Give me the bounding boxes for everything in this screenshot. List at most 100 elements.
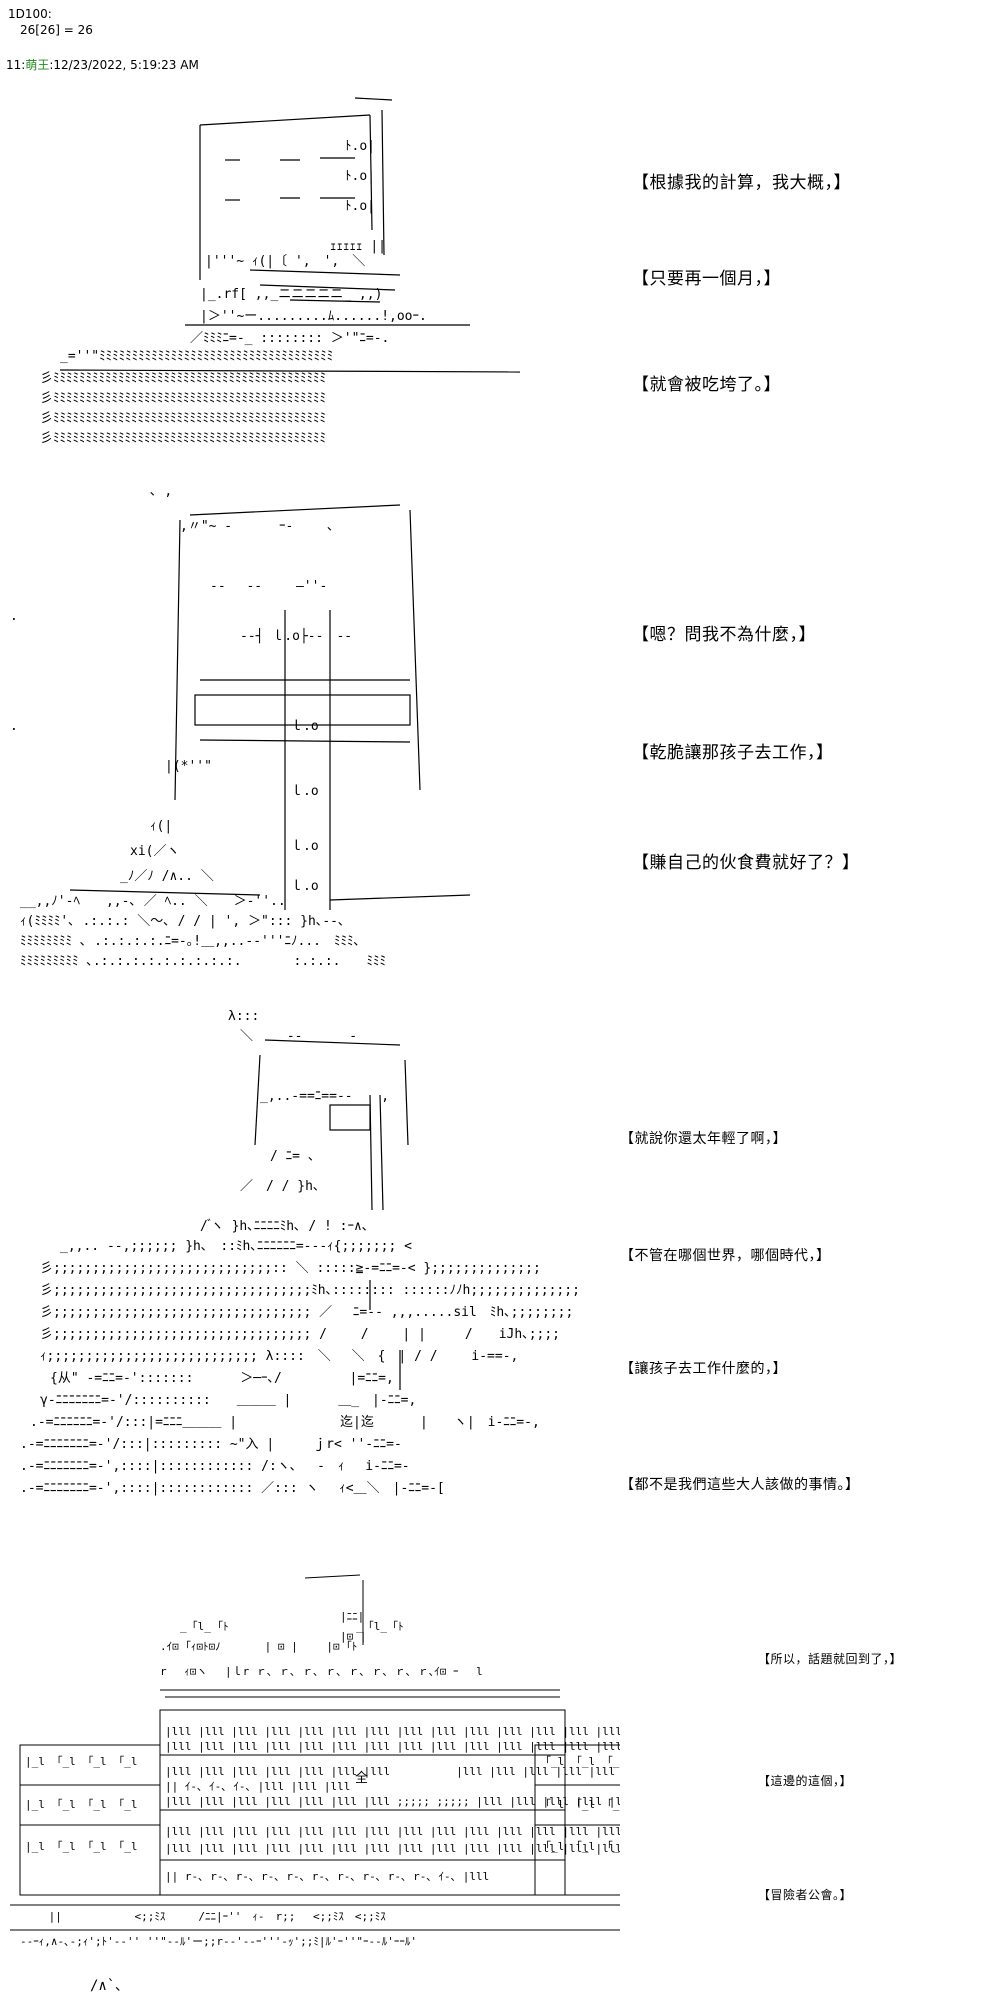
svg-text:γ-ﾆﾆﾆﾆﾆﾆﾆ=-'/:::::::::: ＿＿＿ |: γ-ﾆﾆﾆﾆﾆﾆﾆ=-'/:::::::::: ＿＿＿ | ＿_ |-ﾆﾆ=, [40,1393,416,1408]
svg-text:.: . [10,719,18,734]
dialog-line: 【就說你還太年輕了啊，】 [620,1131,787,1147]
svg-text:|lll |lll |lll |lll |lll |lll: |lll |lll |lll |lll |lll |lll |lll |lll … [165,1842,620,1855]
dialog-line: 【冒險者公會。】 [758,1888,853,1902]
svg-text:_=''"ﾐﾐﾐﾐﾐﾐﾐﾐﾐﾐﾐﾐﾐﾐﾐﾐﾐﾐﾐﾐﾐﾐﾐﾐﾐ: _=''"ﾐﾐﾐﾐﾐﾐﾐﾐﾐﾐﾐﾐﾐﾐﾐﾐﾐﾐﾐﾐﾐﾐﾐﾐﾐﾐﾐﾐﾐﾐﾐﾐﾐﾐﾐ… [60,349,333,364]
dialog-line: 【只要再一個月，】 [632,269,781,289]
dialog-line: 【都不是我們這些大人該做的事情。】 [620,1477,860,1493]
svg-text:|ﾆﾆ|: |ﾆﾆ| [340,1610,364,1623]
svg-text:､ ,: ､ , [150,484,172,499]
ascii-art-knight: λ::: ＼ -‐ ‐ _,..-==ﾆ==-‐ , / ﾆ= 、 ／ / / … [20,1009,580,1496]
svg-text:彡;;;;;;;;;;;;;;;;;;;;;;;;;;;;;: 彡;;;;;;;;;;;;;;;;;;;;;;;;;;;;;;;;; / / |… [40,1327,560,1342]
poster-name: 萌王 [25,58,50,72]
svg-text:.ｲ⊡ ｢ｨ⊡ﾄ⊡ﾉ | ⊡ | |⊡ ｢ﾄ: .ｲ⊡ ｢ｨ⊡ﾄ⊡ﾉ | ⊡ | |⊡ ｢ﾄ [160,1640,357,1653]
svg-text:{从" -=ﾆﾆ=-'::::::: ＞─ｰ､/: {从" -=ﾆﾆ=-'::::::: ＞─ｰ､/ |=ﾆﾆ=, [50,1371,394,1386]
svg-text:ｪｪｪｪｪ ||: ｪｪｪｪｪ || [330,239,386,254]
svg-text:彡;;;;;;;;;;;;;;;;;;;;;;;;;;;;;: 彡;;;;;;;;;;;;;;;;;;;;;;;;;;;;;;;;; ／ ﾆ=-… [40,1305,573,1320]
dialog-line: 【乾脆讓那孩子去工作，】 [632,743,834,763]
svg-text:-‐ｰｨ,∧-､-;ｨ';ﾄ'--'' ''"-‐ﾙ'ー;;: -‐ｰｨ,∧-､-;ｨ';ﾄ'--'' ''"-‐ﾙ'ー;;r--'--ｰ'''… [20,1935,417,1948]
svg-text:ｨ;;;;;;;;;;;;;;;;;;;;;;;;;;; λ: ｨ;;;;;;;;;;;;;;;;;;;;;;;;;;; λ:::: ＼ ＼ {… [40,1349,518,1364]
svg-text:__,,ﾉ'-ﾍ ,,-､ ／ ﾍ.. ＼ ＞‐''..: __,,ﾉ'-ﾍ ,,-､ ／ ﾍ.. ＼ ＞‐''.. [20,894,286,909]
svg-text:彡;;;;;;;;;;;;;;;;;;;;;;;;;;;;:: 彡;;;;;;;;;;;;;;;;;;;;;;;;;;;;:: ＼ :::::≧… [40,1261,541,1276]
panel-3: λ::: ＼ -‐ ‐ _,..-==ﾆ==-‐ , / ﾆ= 、 ／ / / … [0,1000,1000,1560]
svg-text:ｨ(|: ｨ(| [150,819,172,834]
svg-text:／ﾐﾐﾐﾆ=-_ :::::::: ＞'"ﾆ=-.: ／ﾐﾐﾐﾆ=-_ :::::::: ＞'"ﾆ=-. [190,331,389,346]
svg-text:ｌ.o: ｌ.o [290,784,319,799]
svg-text:-‐┤ ｌ.o├-‐ --: -‐┤ ｌ.o├-‐ -- [240,627,352,644]
svg-text:彡;;;;;;;;;;;;;;;;;;;;;;;;;;;;;: 彡;;;;;;;;;;;;;;;;;;;;;;;;;;;;;;;;;ﾐh､:::… [40,1283,580,1298]
svg-text:|lll |lll |lll |lll |lll |lll: |lll |lll |lll |lll |lll |lll |lll |lll … [165,1725,620,1738]
svg-text:|_.rf[ ,,_ニニニニニ_ ,,): |_.rf[ ,,_ニニニニニ_ ,,) [200,287,382,302]
svg-text:.-=ﾆﾆﾆﾆﾆﾆ=-'/:::|=ﾆﾆﾆ＿＿＿ |: .-=ﾆﾆﾆﾆﾆﾆ=-'/:::|=ﾆﾆﾆ＿＿＿ | [30,1415,237,1430]
dialog-line: 【所以，話題就回到了，】 [758,1652,903,1666]
svg-text:xi(／ヽ: xi(／ヽ [130,844,179,859]
svg-text:|lll |lll |lll |lll |lll |lll: |lll |lll |lll |lll |lll |lll |lll ;;;;;… [165,1795,620,1808]
svg-text:|(*''": |(*''" [165,759,212,774]
dialog-line: 【根據我的計算，我大概，】 [632,173,851,193]
svg-text:|_l 「_l 「_l 「_l: |_l 「_l 「_l 「_l [25,1798,137,1811]
svg-text:|| <;;ﾐｽ /ﾆﾆ|ｰ'' ｨ- r;: || <;;ﾐｽ /ﾆﾆ|ｰ'' ｨ- r;; <;;ﾐｽ <;;ﾐｽ [20,1910,386,1923]
svg-text:ﾐﾐﾐﾐﾐﾐﾐﾐﾐ ､.:.:.:.:.:.:.:.:.:.: ﾐﾐﾐﾐﾐﾐﾐﾐﾐ ､.:.:.:.:.:.:.:.:.:. :.:.:. ﾐﾐ… [20,954,386,969]
svg-text:,〃"~ - ｰ- ､: ,〃"~ - ｰ- ､ [180,519,334,534]
svg-text:|lll |lll |lll |lll |lll |lll: |lll |lll |lll |lll |lll |lll |lll |lll … [165,1740,620,1753]
panel-1: ﾄ.o| ﾄ.o| ﾄ.o| ｪｪｪｪｪ || |'''~ ｨ(|〔 ', ',… [0,80,1000,470]
svg-text:|＞''~ー.........ﾑ......!,ooｰ.: |＞''~ー.........ﾑ......!,ooｰ. [200,309,427,324]
svg-text:「_l 「_l 「_l: 「_l 「_l 「_l [540,1840,620,1853]
svg-text:|_l 「_l 「_l 「_l: |_l 「_l 「_l 「_l [25,1755,137,1768]
svg-text:-‐ -‐ ―''‐: -‐ -‐ ―''‐ [210,579,327,594]
dialog-line: 【這邊的這個，】 [758,1774,853,1788]
svg-text:ﾄ.o|: ﾄ.o| [345,139,375,154]
helmet-tag: λ::: [228,1009,259,1024]
svg-text:ｨ(ﾐﾐﾐﾐ'､ .:.:.: ＼〜､ / / | ', ＞: ｨ(ﾐﾐﾐﾐ'､ .:.:.: ＼〜､ / / | ', ＞"::: }h､-‐… [20,914,344,929]
svg-text:ｌ.o: ｌ.o [290,719,319,734]
svg-text:|'''~ ｨ(|〔 ', ', ＼: |'''~ ｨ(|〔 ', ', ＼ [205,254,365,269]
panel-4: |ﾆﾆ| |⊡ | _「l_ ｢ﾄ _「l_「ﾄ .ｲ⊡ ｢ｨ⊡ﾄ⊡ﾉ | ⊡ … [0,1560,1000,2000]
guild-sign: 全 [355,1770,368,1786]
roll-label: 1D100: [8,7,52,21]
dialog-line: 【賺自己的伙食費就好了？】 [632,853,860,873]
roll-value: 26[26] = 26 [20,23,93,37]
svg-text:_「l_ ｢ﾄ _「l_「ﾄ: _「l_ ｢ﾄ _「l_「ﾄ [180,1620,403,1633]
svg-text:彡ﾐﾐﾐﾐﾐﾐﾐﾐﾐﾐﾐﾐﾐﾐﾐﾐﾐﾐﾐﾐﾐﾐﾐﾐﾐﾐﾐﾐﾐ: 彡ﾐﾐﾐﾐﾐﾐﾐﾐﾐﾐﾐﾐﾐﾐﾐﾐﾐﾐﾐﾐﾐﾐﾐﾐﾐﾐﾐﾐﾐﾐﾐﾐﾐﾐﾐﾐﾐﾐﾐ… [40,391,326,406]
svg-text:.-=ﾆﾆﾆﾆﾆﾆﾆ=-',::::|:::::::::::: .-=ﾆﾆﾆﾆﾆﾆﾆ=-',::::|:::::::::::: /:ヽ､ - ｨ… [20,1459,410,1474]
svg-text:＼ -‐ ‐: ＼ -‐ ‐ [240,1029,357,1044]
svg-text:彡ﾐﾐﾐﾐﾐﾐﾐﾐﾐﾐﾐﾐﾐﾐﾐﾐﾐﾐﾐﾐﾐﾐﾐﾐﾐﾐﾐﾐﾐ: 彡ﾐﾐﾐﾐﾐﾐﾐﾐﾐﾐﾐﾐﾐﾐﾐﾐﾐﾐﾐﾐﾐﾐﾐﾐﾐﾐﾐﾐﾐﾐﾐﾐﾐﾐﾐﾐﾐﾐﾐ… [40,371,326,386]
svg-text:|⊡ |: |⊡ | [340,1630,367,1643]
svg-text:彡ﾐﾐﾐﾐﾐﾐﾐﾐﾐﾐﾐﾐﾐﾐﾐﾐﾐﾐﾐﾐﾐﾐﾐﾐﾐﾐﾐﾐﾐ: 彡ﾐﾐﾐﾐﾐﾐﾐﾐﾐﾐﾐﾐﾐﾐﾐﾐﾐﾐﾐﾐﾐﾐﾐﾐﾐﾐﾐﾐﾐﾐﾐﾐﾐﾐﾐﾐﾐﾐﾐ… [40,411,326,426]
svg-text:.: . [10,609,18,624]
ascii-art-guild-building: |ﾆﾆ| |⊡ | _「l_ ｢ﾄ _「l_「ﾄ .ｲ⊡ ｢ｨ⊡ﾄ⊡ﾉ | ⊡ … [10,1574,620,1994]
dialog-line: 【不管在哪個世界，哪個時代，】 [620,1248,831,1264]
dialog-line: 【嗯？問我不為什麼，】 [632,625,816,645]
svg-text:/ ゙ヽ }h､ﾆﾆﾆﾆﾐh､ / ! :ｰ∧､: / ゙ヽ }h､ﾆﾆﾆﾆﾐh､ / ! :ｰ∧､ [200,1219,368,1234]
svg-text:|lll |lll |lll |lll |lll |lll: |lll |lll |lll |lll |lll |lll |lll |lll … [165,1765,620,1778]
ascii-art-helmet-1: ﾄ.o| ﾄ.o| ﾄ.o| ｪｪｪｪｪ || |'''~ ｨ(|〔 ', ',… [40,97,521,446]
svg-text:ｌ.o: ｌ.o [290,839,319,854]
svg-text:ﾄ.o|: ﾄ.o| [345,169,375,184]
svg-text:_,..-==ﾆ==-‐ ,: _,..-==ﾆ==-‐ , [260,1089,389,1104]
svg-text:.-=ﾆﾆﾆﾆﾆﾆﾆ=-'/:::|::::::::: ~": .-=ﾆﾆﾆﾆﾆﾆﾆ=-'/:::|::::::::: ~"入 | ｊr< ''… [20,1437,402,1452]
belt-text: 迄|迄 [340,1415,374,1430]
post-number[interactable]: 11 [6,58,22,72]
panel-2: ､ , ,〃"~ - ｰ- ､ -‐ -‐ ―''‐ -‐┤ ｌ.o├-‐ --… [0,470,1000,990]
ascii-art-helmet-2: ､ , ,〃"~ - ｰ- ､ -‐ -‐ ―''‐ -‐┤ ｌ.o├-‐ --… [10,484,471,969]
svg-text:ﾄ.o|: ﾄ.o| [345,199,375,214]
roll-result: 1D100: 26[26] = 26 [8,6,93,38]
svg-text:| ヽ| i-ﾆﾆ=-,: | ヽ| i-ﾆﾆ=-, [420,1415,540,1430]
dialog-line: 【讓孩子去工作什麼的，】 [620,1361,787,1377]
svg-text:／ / / }h､: ／ / / }h､ [240,1179,319,1194]
svg-text:_ﾉ／ﾉ /∧.. ＼: _ﾉ／ﾉ /∧.. ＼ [120,869,214,884]
post-datetime: 12/23/2022, 5:19:23 AM [53,58,199,72]
svg-text:/∧`､: /∧`､ [90,1978,122,1994]
post-meta: 11:萌王:12/23/2022, 5:19:23 AM [6,58,199,72]
svg-text:「_l 「_l 「_l: 「_l 「_l 「_l [540,1755,620,1768]
svg-text:_,,.. ‐‐,;;;;;; }h､ ::ﾐh､ﾆﾆﾆﾆﾆ: _,,.. ‐‐,;;;;;; }h､ ::ﾐh､ﾆﾆﾆﾆﾆﾆ=-‐‐ｨ{;;;… [60,1239,412,1254]
svg-text:「_l 「_l 「_l: 「_l 「_l 「_l [540,1798,620,1811]
svg-text:彡ﾐﾐﾐﾐﾐﾐﾐﾐﾐﾐﾐﾐﾐﾐﾐﾐﾐﾐﾐﾐﾐﾐﾐﾐﾐﾐﾐﾐﾐ: 彡ﾐﾐﾐﾐﾐﾐﾐﾐﾐﾐﾐﾐﾐﾐﾐﾐﾐﾐﾐﾐﾐﾐﾐﾐﾐﾐﾐﾐﾐﾐﾐﾐﾐﾐﾐﾐﾐﾐﾐ… [40,431,326,446]
svg-text:ｌ.o: ｌ.o [290,879,319,894]
svg-text:.-=ﾆﾆﾆﾆﾆﾆﾆ=-',::::|:::::::::::: .-=ﾆﾆﾆﾆﾆﾆﾆ=-',::::|:::::::::::: ／::: ヽ ｨ… [20,1481,445,1496]
svg-text:|lll |lll |lll |lll |lll |lll: |lll |lll |lll |lll |lll |lll |lll |lll … [165,1825,620,1838]
svg-text:|| r-､ r-､ r-､ r-､ r-､ r-､ r-､: || r-､ r-､ r-､ r-､ r-､ r-､ r-､ r-､ r-､ r… [165,1870,489,1883]
svg-text:|_l 「_l 「_l 「_l: |_l 「_l 「_l 「_l [25,1840,137,1853]
svg-text:|| ｲ-､ ｲ-､ ｲ-､ |lll |lll |lll: || ｲ-､ ｲ-､ ｲ-､ |lll |lll |lll [165,1780,350,1793]
dialog-line: 【就會被吃垮了。】 [632,375,781,395]
svg-text:r ｨ⊡ヽ |ｌr ｒ､ ｒ､ ｒ､ ｒ､ ｒ､ ｒ､: r ｨ⊡ヽ |ｌr ｒ､ ｒ､ ｒ､ ｒ､ ｒ､ ｒ､ ｒ､ ｒ､ｲ⊡ ｰ l [160,1665,483,1678]
